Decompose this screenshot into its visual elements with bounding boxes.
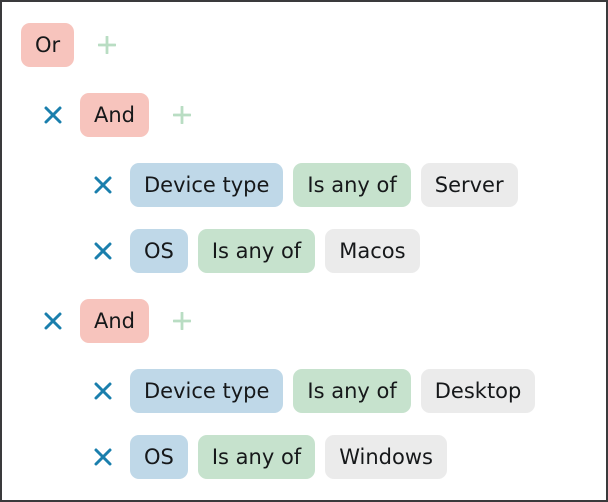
plus-icon (170, 103, 194, 127)
root-operator-chip[interactable]: Or (21, 23, 75, 67)
condition-comparator-select[interactable]: Is any of (293, 163, 411, 207)
add-condition-to-root-button[interactable] (92, 30, 122, 60)
add-condition-to-group-1-button[interactable] (167, 100, 197, 130)
close-icon (41, 103, 65, 127)
condition-field-select[interactable]: OS (130, 435, 188, 479)
remove-condition-g1c2-button[interactable] (88, 236, 118, 266)
group-1-operator-chip[interactable]: And (80, 93, 150, 137)
condition-row: OS Is any of Windows (2, 434, 606, 480)
condition-field-select[interactable]: Device type (130, 163, 284, 207)
root-group-header: Or (2, 22, 606, 68)
close-icon (91, 445, 115, 469)
condition-value-select[interactable]: Macos (325, 229, 420, 273)
group-header-2: And (2, 298, 606, 344)
condition-field-select[interactable]: Device type (130, 369, 284, 413)
condition-comparator-select[interactable]: Is any of (197, 229, 316, 273)
close-icon (91, 379, 115, 403)
condition-field-select[interactable]: OS (130, 229, 188, 273)
plus-icon (170, 309, 194, 333)
condition-row: Device type Is any of Server (2, 162, 606, 208)
group-2-operator-chip[interactable]: And (80, 299, 150, 343)
condition-value-select[interactable]: Server (420, 163, 518, 207)
remove-group-1-button[interactable] (38, 100, 68, 130)
remove-group-2-button[interactable] (38, 306, 68, 336)
condition-comparator-select[interactable]: Is any of (293, 369, 411, 413)
close-icon (91, 239, 115, 263)
close-icon (91, 173, 115, 197)
remove-condition-g2c1-button[interactable] (88, 376, 118, 406)
remove-condition-g1c1-button[interactable] (88, 170, 118, 200)
condition-row: Device type Is any of Desktop (2, 368, 606, 414)
plus-icon (95, 33, 119, 57)
close-icon (41, 309, 65, 333)
condition-value-select[interactable]: Windows (325, 435, 447, 479)
condition-value-select[interactable]: Desktop (420, 369, 536, 413)
group-header-1: And (2, 92, 606, 138)
add-condition-to-group-2-button[interactable] (167, 306, 197, 336)
condition-comparator-select[interactable]: Is any of (197, 435, 316, 479)
remove-condition-g2c2-button[interactable] (88, 442, 118, 472)
condition-row: OS Is any of Macos (2, 228, 606, 274)
